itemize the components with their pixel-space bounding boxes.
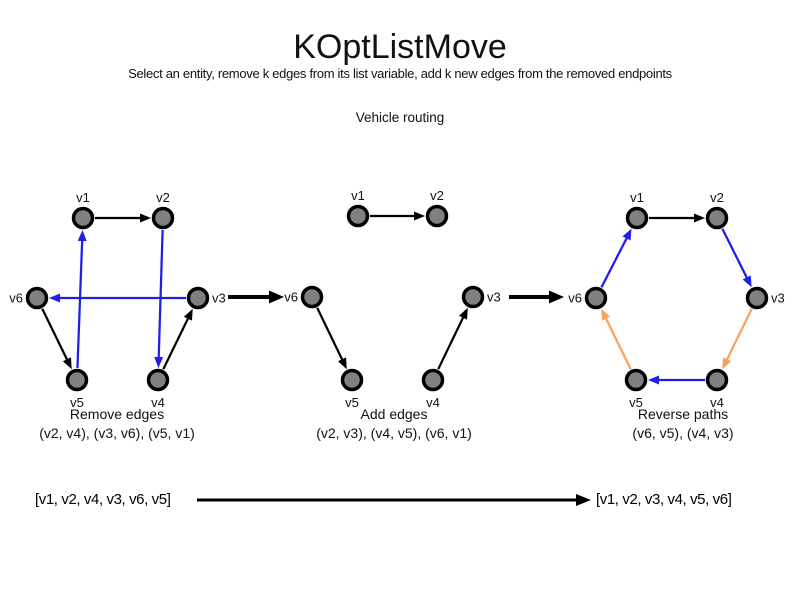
flow-arrow-2-head <box>549 290 564 304</box>
reverse-paths-edge-v1-v2-head <box>694 213 705 223</box>
add-edges-edge-v4-v3-head <box>458 307 468 320</box>
scenario-label: Vehicle routing <box>355 110 445 125</box>
reverse-paths-edge-v2-v3-head <box>742 275 752 288</box>
add-edges-node-v2 <box>425 204 449 228</box>
reverse-paths-edge-v6-v1-head <box>622 228 632 241</box>
add-edges-node-v6 <box>300 285 324 309</box>
reverse-paths-edge-v3-v4-head <box>722 357 732 370</box>
remove-edges-edge-v2-v4-head <box>154 356 164 369</box>
reverse-paths-node-v6 <box>584 286 608 310</box>
add-edges-edge-v6-v5-line <box>316 307 344 361</box>
remove-edges-node-v5 <box>65 368 89 392</box>
add-edges-node-label-v1: v1 <box>351 188 365 203</box>
reverse-paths-node-v4 <box>705 368 729 392</box>
list-before: [v1, v2, v4, v3, v6, v5] <box>35 491 171 508</box>
reverse-paths-edge-v5-v6-line <box>604 317 632 370</box>
page-subtitle: Select an entity, remove k edges from it… <box>128 66 672 81</box>
add-edges-node-v5 <box>340 368 364 392</box>
list-after: [v1, v2, v3, v4, v5, v6] <box>596 491 732 508</box>
add-edges-node-v3 <box>461 285 485 309</box>
caption-remove-edges: Remove edges (v2, v4), (v3, v6), (v5, v1… <box>0 405 257 442</box>
add-edges-edge-v6-v5-head <box>337 357 347 370</box>
caption-add-edges-title: Add edges <box>360 406 428 422</box>
remove-edges-edge-v4-v3-head <box>183 308 193 321</box>
reverse-paths-node-v3 <box>745 286 769 310</box>
reverse-paths-node-label-v4: v4 <box>710 395 724 410</box>
add-edges-node-label-v4: v4 <box>426 395 440 410</box>
remove-edges-node-label-v2: v2 <box>156 190 170 205</box>
add-edges-edge-v1-v2-head <box>414 211 425 221</box>
remove-edges-edge-v5-v1-line <box>76 239 84 369</box>
reverse-paths-node-label-v3: v3 <box>771 291 785 306</box>
remove-edges-node-label-v4: v4 <box>151 395 165 410</box>
add-edges-node-label-v6: v6 <box>284 290 298 305</box>
reverse-paths-edge-v3-v4-line <box>725 308 753 361</box>
reverse-paths-node-v1 <box>625 206 649 230</box>
remove-edges-node-v3 <box>186 286 210 310</box>
remove-edges-node-v1 <box>71 206 95 230</box>
remove-edges-edge-v2-v4-line <box>157 229 164 359</box>
reverse-paths-edge-v4-v5-head <box>648 375 659 385</box>
caption-reverse-paths: Reverse paths (v6, v5), (v4, v3) <box>543 405 800 442</box>
reverse-paths-node-v5 <box>624 368 648 392</box>
caption-reverse-paths-detail: (v6, v5), (v4, v3) <box>632 424 734 441</box>
remove-edges-edge-v5-v1-head <box>77 229 87 242</box>
caption-remove-edges-title: Remove edges <box>69 406 165 422</box>
caption-remove-edges-detail: (v2, v4), (v3, v6), (v5, v1) <box>39 424 195 441</box>
remove-edges-edge-v1-v2-head <box>140 213 151 223</box>
reverse-paths-node-label-v5: v5 <box>629 395 643 410</box>
remove-edges-edge-v4-v3-line <box>162 317 190 370</box>
flow-arrow-1-head <box>269 290 284 304</box>
reverse-paths-node-label-v1: v1 <box>630 190 644 205</box>
add-edges-node-label-v2: v2 <box>430 188 444 203</box>
remove-edges-edge-v3-v6-head <box>49 293 60 303</box>
add-edges-node-v4 <box>421 368 445 392</box>
remove-edges-edge-v6-v5-line <box>41 308 69 361</box>
add-edges-node-label-v5: v5 <box>345 395 359 410</box>
remove-edges-node-v2 <box>151 206 175 230</box>
remove-edges-node-label-v5: v5 <box>70 395 84 410</box>
add-edges-node-v1 <box>346 204 370 228</box>
caption-reverse-paths-title: Reverse paths <box>637 406 729 422</box>
reverse-paths-edge-v2-v3-line <box>721 228 749 279</box>
add-edges-edge-v4-v3-line <box>437 316 465 370</box>
add-edges-node-label-v3: v3 <box>487 290 501 305</box>
caption-add-edges-detail: (v2, v3), (v4, v5), (v6, v1) <box>316 424 472 441</box>
reverse-paths-edge-v5-v6-head <box>601 308 611 321</box>
page-title: KOptListMove <box>293 28 507 66</box>
remove-edges-node-v4 <box>146 368 170 392</box>
remove-edges-node-v6 <box>25 286 49 310</box>
reverse-paths-node-label-v2: v2 <box>710 190 724 205</box>
reverse-paths-node-label-v6: v6 <box>568 291 582 306</box>
transformation-arrow-head <box>576 494 591 506</box>
reverse-paths-edge-v6-v1-line <box>600 237 628 288</box>
reverse-paths-node-v2 <box>705 206 729 230</box>
remove-edges-edge-v6-v5-head <box>62 357 72 370</box>
caption-add-edges: Add edges (v2, v3), (v4, v5), (v6, v1) <box>254 405 534 442</box>
remove-edges-node-label-v3: v3 <box>212 291 226 306</box>
remove-edges-node-label-v1: v1 <box>76 190 90 205</box>
remove-edges-node-label-v6: v6 <box>9 291 23 306</box>
